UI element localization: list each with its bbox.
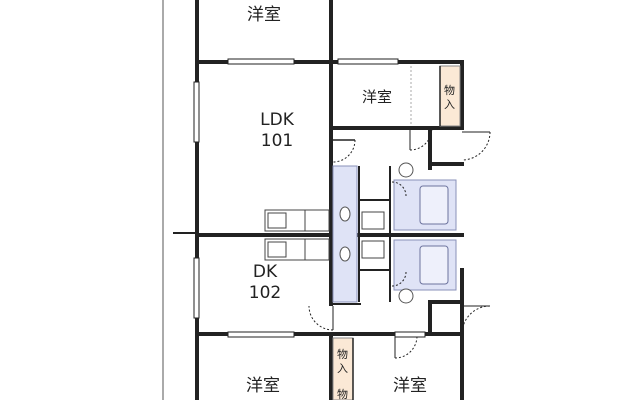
room-label-dk: DK [253,262,278,282]
bathtub-102 [419,245,449,285]
washbasin-102 [398,288,414,304]
closet-label-102-char2: 入 [337,362,348,375]
room-number-101: 101 [261,131,293,151]
room-label-right-western-101: 洋室 [362,88,392,106]
wet-area [332,162,457,304]
kitchen-counter-101 [264,209,385,232]
room-label-top-western: 洋室 [247,5,281,25]
bathtub-101 [419,185,449,225]
closet-label-102-char3: 物 [337,387,348,400]
windows [193,58,426,338]
room-label-bottom-western-right: 洋室 [393,376,427,396]
closet-label-101-char2: 入 [444,98,455,111]
room-label-ldk: LDK [260,110,295,130]
toilet-102 [339,246,351,262]
kitchen-counter-102 [264,238,385,261]
closet-label-102-char1: 物 [337,347,348,361]
doors [308,127,491,359]
room-label-bottom-western-left: 洋室 [246,376,280,396]
toilet-101 [339,206,351,222]
washbasin-101 [398,162,414,178]
closet-label-101-char1: 物 [444,83,455,97]
room-number-102: 102 [249,283,281,303]
